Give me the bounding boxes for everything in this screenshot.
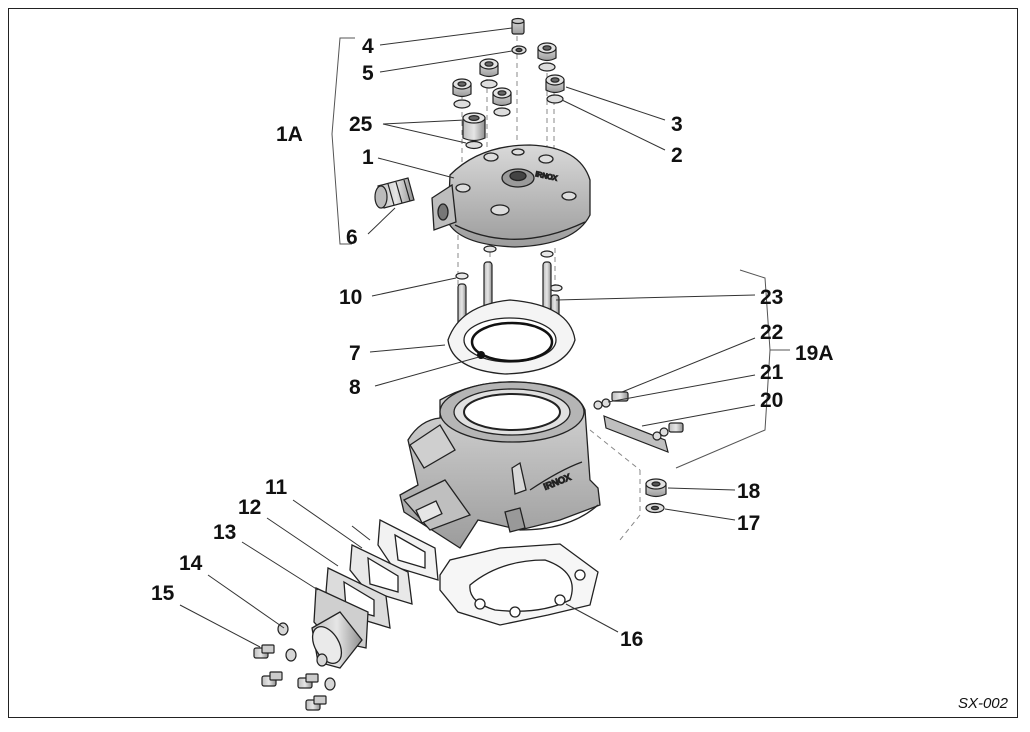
callout-18: 18 xyxy=(737,480,761,503)
callout-5: 5 xyxy=(362,62,374,85)
nut-4-bolt xyxy=(511,17,525,35)
callout-7: 7 xyxy=(349,342,361,365)
callout-1A: 1A xyxy=(276,123,303,146)
spark-plug-insert-25 xyxy=(462,112,486,150)
callout-6: 6 xyxy=(346,226,358,249)
bracket-19A xyxy=(675,269,790,469)
base-gasket-16 xyxy=(439,543,599,626)
water-fitting-6 xyxy=(374,177,415,209)
callout-2: 2 xyxy=(671,144,683,167)
reference-code: SX-002 xyxy=(957,695,1008,712)
callout-20: 20 xyxy=(760,389,784,412)
exhaust-parts-20-22 xyxy=(593,391,684,453)
callout-21: 21 xyxy=(760,361,784,384)
callout-25: 25 xyxy=(349,113,373,136)
washers-14 xyxy=(277,622,336,691)
washer-17 xyxy=(645,502,665,514)
leader-lines xyxy=(179,27,756,648)
callout-14: 14 xyxy=(179,552,203,575)
cylinder-head-1: IRNOX xyxy=(431,144,591,248)
cylinder: IRNOX xyxy=(399,381,601,549)
bracket-1A xyxy=(331,37,355,245)
nut-18 xyxy=(645,478,667,498)
callout-16: 16 xyxy=(620,628,644,651)
callout-12: 12 xyxy=(238,496,262,519)
callout-19A: 19A xyxy=(795,342,834,365)
callout-23: 23 xyxy=(760,286,784,309)
callout-10: 10 xyxy=(339,286,363,309)
cap-nuts xyxy=(452,42,565,107)
washers xyxy=(453,62,564,117)
callout-3: 3 xyxy=(671,113,683,136)
o-rings xyxy=(455,245,563,292)
o-ring-8-marker xyxy=(477,351,485,359)
callout-11: 11 xyxy=(265,476,288,499)
o-ring-8 xyxy=(470,321,554,363)
callout-22: 22 xyxy=(760,321,784,344)
diagram-frame xyxy=(8,8,1018,718)
callout-15: 15 xyxy=(151,582,175,605)
callout-4: 4 xyxy=(362,35,374,58)
callout-1: 1 xyxy=(362,146,374,169)
callout-8: 8 xyxy=(349,376,361,399)
callout-17: 17 xyxy=(737,512,761,535)
washer-5 xyxy=(511,45,527,55)
bolts-15 xyxy=(253,644,327,711)
callout-13: 13 xyxy=(213,521,237,544)
